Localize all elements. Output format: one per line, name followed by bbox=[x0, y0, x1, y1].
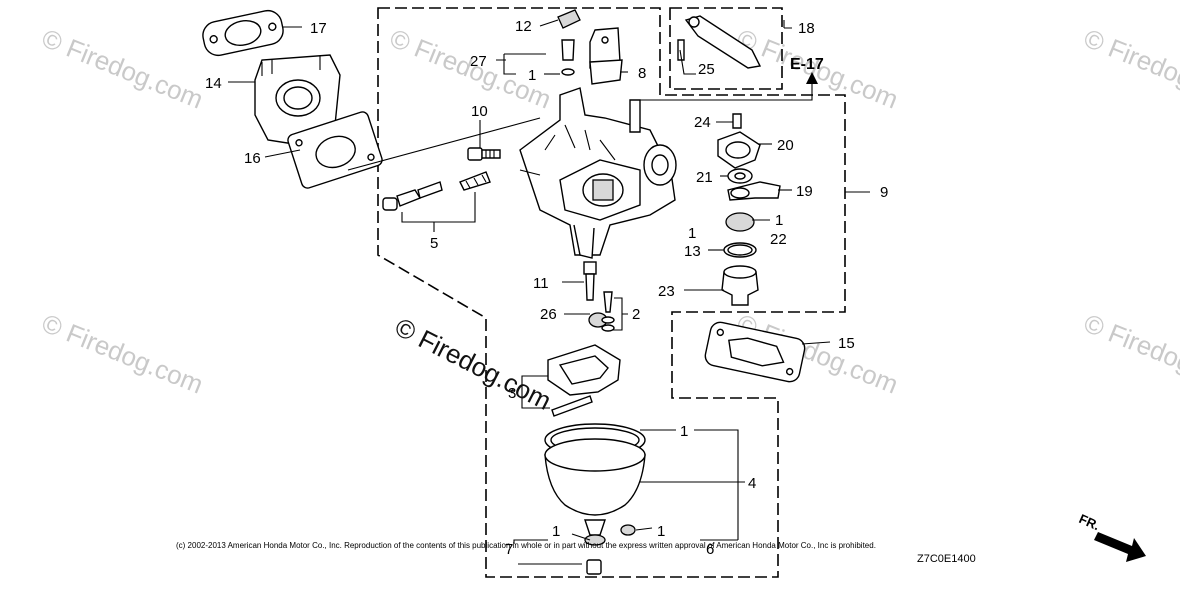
callout-5: 5 bbox=[430, 235, 438, 252]
float-valve-parts bbox=[583, 261, 615, 332]
screw-10 bbox=[467, 147, 501, 161]
watermark-main: © Firedog.com bbox=[390, 312, 556, 416]
callout-15: 15 bbox=[838, 335, 855, 352]
callout-8: 8 bbox=[638, 65, 646, 82]
right-assembly-parts bbox=[717, 113, 781, 306]
callout-3: 3 bbox=[508, 385, 516, 402]
callout-22: 22 bbox=[770, 231, 787, 248]
callout-9: 9 bbox=[880, 184, 888, 201]
callout-1: 1 bbox=[688, 225, 696, 242]
copyright-notice: (c) 2002-2013 American Honda Motor Co., … bbox=[176, 541, 876, 550]
insulator-14 bbox=[254, 54, 341, 146]
callout-20: 20 bbox=[777, 137, 794, 154]
callout-17: 17 bbox=[310, 20, 327, 37]
callout-4: 4 bbox=[748, 475, 756, 492]
gasket-15 bbox=[704, 321, 806, 383]
callout-23: 23 bbox=[658, 283, 675, 300]
callout-2: 2 bbox=[632, 306, 640, 323]
callout-11: 11 bbox=[533, 275, 549, 292]
front-label: FR. bbox=[1077, 511, 1102, 533]
callout-19: 19 bbox=[796, 183, 813, 200]
watermark-text: © Firedog.com bbox=[1080, 308, 1180, 400]
front-direction-indicator: FR. bbox=[1077, 511, 1146, 562]
callout-21: 21 bbox=[696, 169, 713, 186]
callout-14: 14 bbox=[205, 75, 222, 92]
callout-18: 18 bbox=[798, 20, 815, 37]
callout-1: 1 bbox=[657, 523, 665, 540]
callout-1: 1 bbox=[552, 523, 560, 540]
gasket-17 bbox=[202, 9, 284, 57]
callout-13: 13 bbox=[684, 243, 701, 260]
choke-bracket-8 bbox=[589, 27, 623, 85]
callout-12: 12 bbox=[515, 18, 532, 35]
float-3 bbox=[547, 344, 621, 417]
callout-27: 27 bbox=[470, 53, 487, 70]
callout-24: 24 bbox=[694, 114, 711, 131]
callout-10: 10 bbox=[471, 103, 488, 120]
carburetor-body bbox=[519, 87, 677, 259]
watermark-text: © Firedog.com bbox=[1080, 23, 1180, 115]
callout-numbers: 17 14 16 12 27 1 8 10 5 18 25 24 20 21 1… bbox=[205, 18, 888, 558]
leader-line bbox=[347, 117, 541, 171]
diagram-code: Z7C0E1400 bbox=[917, 553, 976, 565]
callout-25: 25 bbox=[698, 61, 715, 78]
callout-26: 26 bbox=[540, 306, 557, 323]
callout-1: 1 bbox=[680, 423, 688, 440]
assembly-boundary bbox=[377, 7, 846, 578]
callout-7: 7 bbox=[505, 541, 513, 558]
reference-label: E-17 bbox=[790, 56, 824, 73]
pilot-screw-5 bbox=[382, 171, 491, 211]
float-bowl-4 bbox=[544, 423, 646, 575]
watermark-text: © Firedog.com bbox=[38, 23, 208, 115]
leader-lines bbox=[228, 19, 870, 565]
callout-6: 6 bbox=[706, 541, 714, 558]
reference-arrow bbox=[633, 72, 818, 130]
watermark-text: © Firedog.com bbox=[38, 308, 208, 400]
callout-1: 1 bbox=[528, 67, 536, 84]
callout-1: 1 bbox=[775, 212, 783, 229]
top-screw-stack bbox=[557, 9, 581, 76]
callout-16: 16 bbox=[244, 150, 261, 167]
choke-lever-18 bbox=[677, 15, 762, 69]
gasket-16 bbox=[287, 111, 383, 189]
